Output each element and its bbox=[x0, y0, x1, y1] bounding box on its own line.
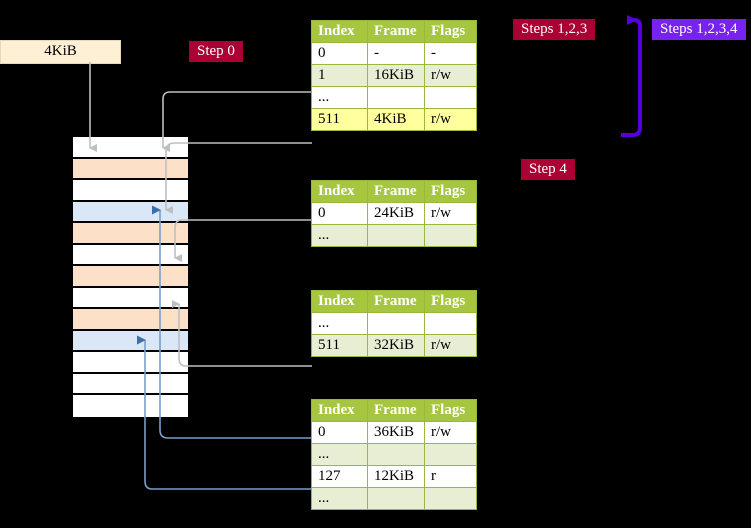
table-cell: 36KiB bbox=[367, 421, 425, 444]
table-cell: r/w bbox=[424, 64, 477, 87]
table-cell: r/w bbox=[424, 202, 477, 225]
table-row: 0-- bbox=[311, 42, 477, 65]
table-cell: ... bbox=[311, 224, 368, 247]
column-header-frame: Frame bbox=[367, 180, 425, 203]
step-0-badge: Step 0 bbox=[189, 41, 243, 62]
connector-table2-to-memory bbox=[174, 219, 312, 262]
table-cell bbox=[367, 443, 425, 466]
column-header-frame: Frame bbox=[367, 399, 425, 422]
memory-tick bbox=[58, 135, 71, 137]
table-cell: 1 bbox=[311, 64, 368, 87]
column-header-index: Index bbox=[311, 180, 368, 203]
table-cell: 0 bbox=[311, 421, 368, 444]
table-cell: r/w bbox=[424, 334, 477, 357]
table-cell bbox=[424, 443, 477, 466]
table-cell bbox=[367, 86, 425, 109]
connector-table3-to-memory bbox=[172, 300, 312, 367]
table-cell: 511 bbox=[311, 108, 368, 131]
table-cell bbox=[367, 487, 425, 510]
column-header-frame: Frame bbox=[367, 20, 425, 43]
table-cell bbox=[367, 224, 425, 247]
table-cell: - bbox=[367, 42, 425, 65]
column-header-index: Index bbox=[311, 20, 368, 43]
frame-size-label-text: 4KiB bbox=[44, 43, 77, 59]
table-cell: r bbox=[424, 465, 477, 488]
memory-tick bbox=[58, 156, 71, 158]
column-header-index: Index bbox=[311, 290, 368, 313]
step-4-badge-text: Step 4 bbox=[529, 161, 567, 177]
table-cell: 511 bbox=[311, 334, 368, 357]
steps-bracket-arrow bbox=[621, 15, 642, 137]
memory-tick bbox=[58, 221, 71, 223]
table-cell bbox=[424, 312, 477, 335]
table-cell: 0 bbox=[311, 42, 368, 65]
connector-table1-to-memory bbox=[162, 91, 312, 152]
table-cell: 24KiB bbox=[367, 202, 425, 225]
connector-memory-to-table4a bbox=[152, 205, 312, 439]
steps-123-badge: Steps 1,2,3 bbox=[513, 19, 596, 40]
table-row: ... bbox=[311, 443, 477, 466]
step-4-badge: Step 4 bbox=[521, 159, 575, 180]
table-cell: 0 bbox=[311, 202, 368, 225]
column-header-flags: Flags bbox=[424, 180, 477, 203]
table-cell: 16KiB bbox=[367, 64, 425, 87]
connector-table1b-to-memory bbox=[165, 142, 312, 214]
table-cell bbox=[424, 487, 477, 510]
frame-size-label: 4KiB bbox=[0, 40, 121, 64]
connector-memory-to-table4b bbox=[137, 335, 312, 490]
table-cell: ... bbox=[311, 312, 368, 335]
column-header-flags: Flags bbox=[424, 20, 477, 43]
step-0-badge-text: Step 0 bbox=[197, 43, 235, 59]
memory-tick bbox=[58, 307, 71, 309]
table-cell: - bbox=[424, 42, 477, 65]
memory-tick bbox=[58, 178, 71, 180]
table-cell bbox=[424, 224, 477, 247]
table-row: ... bbox=[311, 86, 477, 109]
table-cell: r/w bbox=[424, 108, 477, 131]
table-row: ... bbox=[311, 312, 477, 335]
table-cell: ... bbox=[311, 86, 368, 109]
table-cell: ... bbox=[311, 443, 368, 466]
table-cell: 32KiB bbox=[367, 334, 425, 357]
steps-123-badge-text: Steps 1,2,3 bbox=[521, 21, 588, 37]
table-cell: r/w bbox=[424, 421, 477, 444]
physical-memory-column bbox=[71, 135, 190, 417]
table-row: ... bbox=[311, 487, 477, 510]
steps-1234-badge-text: Steps 1,2,3,4 bbox=[660, 21, 738, 37]
memory-tick bbox=[58, 264, 71, 266]
table-cell: ... bbox=[311, 487, 368, 510]
memory-frame-row bbox=[73, 180, 188, 202]
table-cell bbox=[424, 86, 477, 109]
table-row: ... bbox=[311, 224, 477, 247]
column-header-frame: Frame bbox=[367, 290, 425, 313]
steps-1234-badge: Steps 1,2,3,4 bbox=[652, 19, 746, 40]
column-header-index: Index bbox=[311, 399, 368, 422]
column-header-flags: Flags bbox=[424, 399, 477, 422]
column-header-flags: Flags bbox=[424, 290, 477, 313]
memory-frame-row bbox=[73, 137, 188, 159]
table-cell: 127 bbox=[311, 465, 368, 488]
memory-frame-row bbox=[73, 158, 188, 181]
table-cell bbox=[367, 312, 425, 335]
table-cell: 4KiB bbox=[367, 108, 425, 131]
table-cell: 12KiB bbox=[367, 465, 425, 488]
